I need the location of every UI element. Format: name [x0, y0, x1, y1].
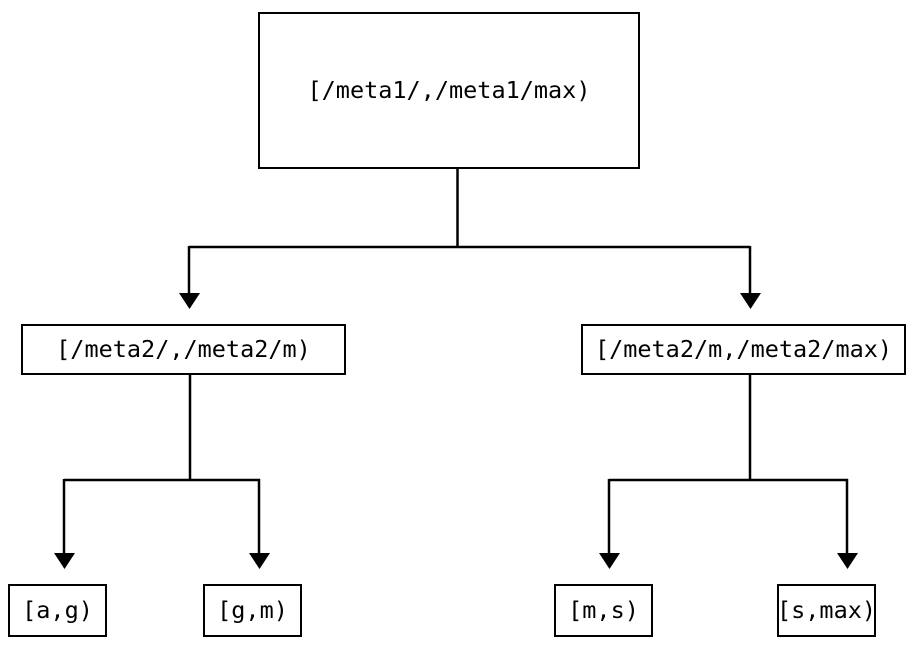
node-leaf-s-max[interactable]: [s,max) [777, 584, 876, 637]
edge-mid-right-to-leaves [599, 375, 858, 569]
arrow-root-to-mid-right [740, 293, 761, 309]
node-mid-right[interactable]: [/meta2/m,/meta2/max) [581, 324, 906, 375]
node-leaf-m-s[interactable]: [m,s) [554, 584, 653, 637]
node-leaf-m-s-label: [m,s) [568, 595, 639, 624]
arrow-mid-right-to-leaf-m-s [599, 553, 620, 569]
node-leaf-g-m-label: [g,m) [217, 595, 288, 624]
arrow-mid-right-to-leaf-s-max [837, 553, 858, 569]
arrow-root-to-mid-left [179, 293, 200, 309]
node-leaf-a-g[interactable]: [a,g) [8, 584, 107, 637]
node-mid-left[interactable]: [/meta2/,/meta2/m) [21, 324, 346, 375]
arrow-mid-left-to-leaf-g-m [249, 553, 270, 569]
arrow-mid-left-to-leaf-a-g [54, 553, 75, 569]
edge-mid-left-to-leaves [54, 375, 270, 569]
node-root-label: [/meta1/,/meta1/max) [307, 75, 591, 104]
node-mid-right-label: [/meta2/m,/meta2/max) [594, 334, 893, 363]
node-leaf-g-m[interactable]: [g,m) [203, 584, 302, 637]
node-leaf-s-max-label: [s,max) [776, 595, 877, 624]
node-mid-left-label: [/meta2/,/meta2/m) [56, 334, 311, 363]
node-leaf-a-g-label: [a,g) [22, 595, 93, 624]
edge-root-to-mid-level [179, 169, 761, 309]
node-root[interactable]: [/meta1/,/meta1/max) [258, 12, 640, 169]
